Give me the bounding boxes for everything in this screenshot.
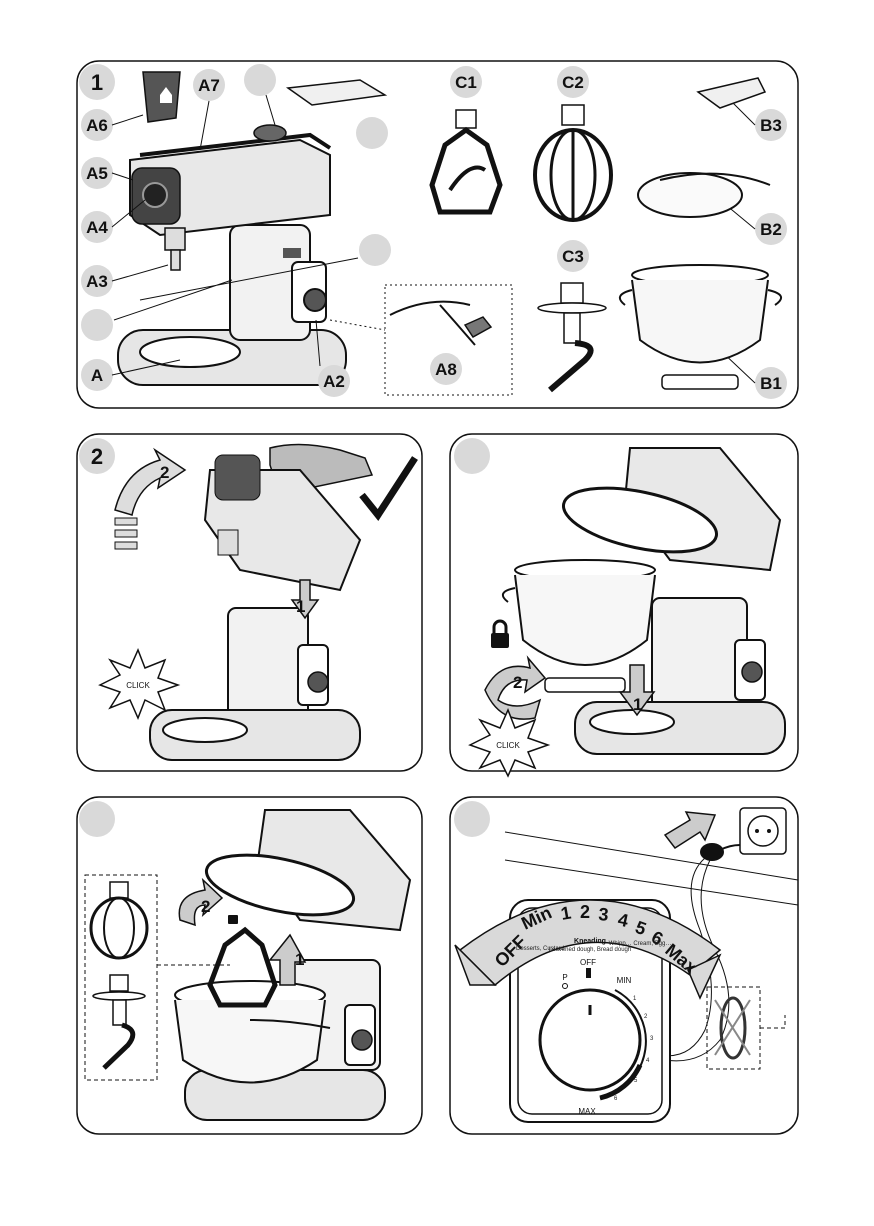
label-c2: C2	[562, 73, 584, 92]
panel-1: 1 A6 A7 A	[77, 61, 798, 408]
label-c3: C3	[562, 247, 584, 266]
insert-number: 1	[295, 950, 304, 969]
panel-4: 1 2	[77, 797, 422, 1134]
panel-5: OFF Min 1 2 3 4 5 6 Max Kneading Leavene…	[450, 797, 798, 1134]
label-b1: B1	[760, 374, 782, 393]
left-subtitle: Desserts, Custard	[516, 946, 564, 952]
step-number: 1	[91, 70, 103, 95]
label-a: A	[91, 366, 103, 385]
label-b3: B3	[760, 116, 782, 135]
label-a3: A3	[86, 272, 108, 291]
click-label: CLICK	[496, 741, 520, 750]
kneading-title: Kneading	[574, 938, 606, 945]
speed-3: 3	[598, 904, 610, 925]
label-b2: B2	[760, 220, 782, 239]
lock-icon	[491, 633, 509, 648]
splash-guard	[638, 173, 742, 217]
step-number: 2	[91, 444, 103, 469]
label-a6: A6	[86, 116, 108, 135]
label-a8: A8	[435, 360, 457, 379]
dial-p-label: P	[562, 973, 567, 982]
unlock-icon	[228, 915, 238, 924]
arrow-number: 2	[160, 463, 169, 482]
speed-knob	[304, 289, 326, 311]
dial-min-label: MIN	[617, 976, 632, 985]
right-subtitle: Whipp… Cream, Egg…	[609, 941, 672, 947]
label-a4: A4	[86, 218, 108, 237]
panel-2: 2 2 1 CLICK	[77, 434, 422, 771]
plug-icon	[700, 843, 724, 861]
dial-max-label: MAX	[578, 1107, 596, 1116]
front-outlet	[143, 183, 167, 207]
panel-3: 1 2 CLICK	[450, 434, 798, 776]
rotate-number: 2	[201, 897, 210, 916]
lever-number: 1	[296, 597, 305, 616]
label-c1: C1	[455, 73, 477, 92]
click-label: CLICK	[126, 681, 150, 690]
label-a5: A5	[86, 164, 108, 183]
speed-2: 2	[580, 902, 590, 922]
bowl-number: 1	[633, 695, 642, 714]
dial-off-label: OFF	[580, 958, 596, 967]
label-a2: A2	[323, 372, 345, 391]
label-a7: A7	[198, 76, 220, 95]
rotate-number: 2	[513, 673, 522, 692]
mixing-bowl	[175, 981, 330, 1083]
